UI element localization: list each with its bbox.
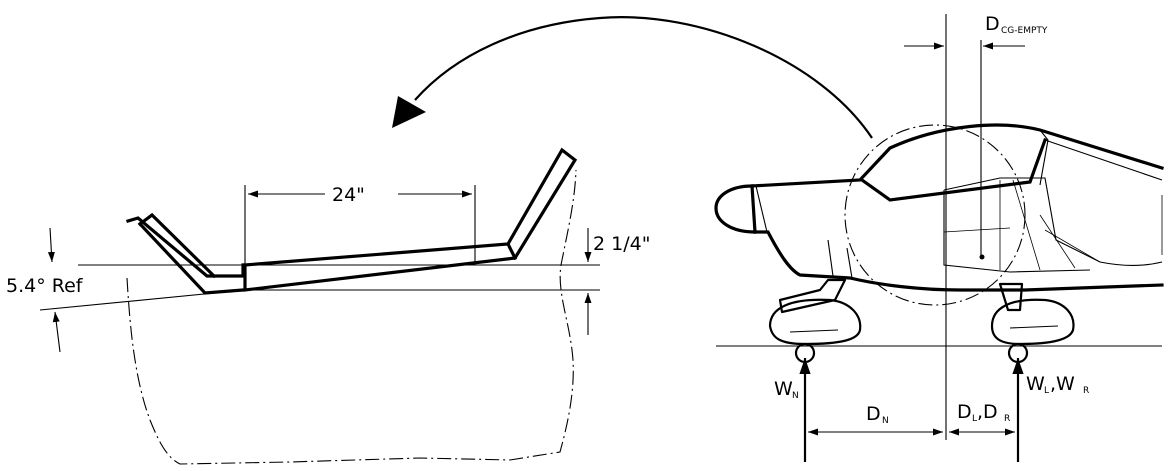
propeller-spinner [714, 184, 757, 234]
wn-label: W N [774, 378, 799, 401]
svg-text:D: D [866, 403, 881, 425]
main-gear [990, 282, 1075, 364]
angle-ref-label: 5.4° Ref [6, 275, 84, 297]
dl-dr-label: D L ,D R [957, 401, 1010, 424]
cg-point [979, 254, 985, 260]
callout-arrow [392, 16, 873, 139]
svg-text:N: N [792, 391, 799, 401]
svg-text:,W: ,W [1050, 373, 1075, 395]
svg-text:W: W [774, 378, 793, 400]
svg-text:L: L [1044, 386, 1049, 396]
dimension-2-1-4-inch: 2 1/4" [584, 228, 650, 335]
svg-text:W: W [1026, 373, 1045, 395]
wing-outline [943, 177, 1163, 273]
aircraft-side-view: D CG-EMPTY W N W L ,W R D N D L ,D R [714, 13, 1165, 462]
svg-text:D: D [957, 401, 972, 423]
dn-label: D N [866, 403, 889, 426]
canopy [859, 137, 1048, 202]
fuselage-outline [750, 123, 1165, 292]
detail-break-outline [126, 169, 577, 465]
detail-view-seat: 24" 2 1/4" 5.4° Ref [6, 147, 650, 465]
wl-wr-label: W L ,W R [1026, 373, 1089, 396]
svg-text:D: D [985, 13, 1000, 35]
svg-text:R: R [1004, 414, 1010, 424]
seat-profile-lower [137, 221, 245, 295]
detail-circle [844, 124, 1026, 306]
nose-gear [768, 278, 862, 364]
seat-pan [243, 147, 578, 292]
cg-empty-label: D CG-EMPTY [985, 13, 1048, 36]
dimension-2-1-4-label: 2 1/4" [593, 233, 650, 255]
dimension-24-inch: 24" [244, 184, 476, 265]
svg-text:R: R [1083, 386, 1089, 396]
angle-dimension: 5.4° Ref [6, 227, 84, 353]
seat-profile-outer [126, 216, 245, 278]
svg-text:CG-EMPTY: CG-EMPTY [1001, 26, 1048, 36]
svg-text:N: N [882, 416, 889, 426]
dimension-24-label: 24" [332, 184, 365, 206]
seat-profile-back [137, 212, 217, 279]
svg-text:L: L [972, 414, 977, 424]
svg-text:,D: ,D [977, 401, 998, 423]
